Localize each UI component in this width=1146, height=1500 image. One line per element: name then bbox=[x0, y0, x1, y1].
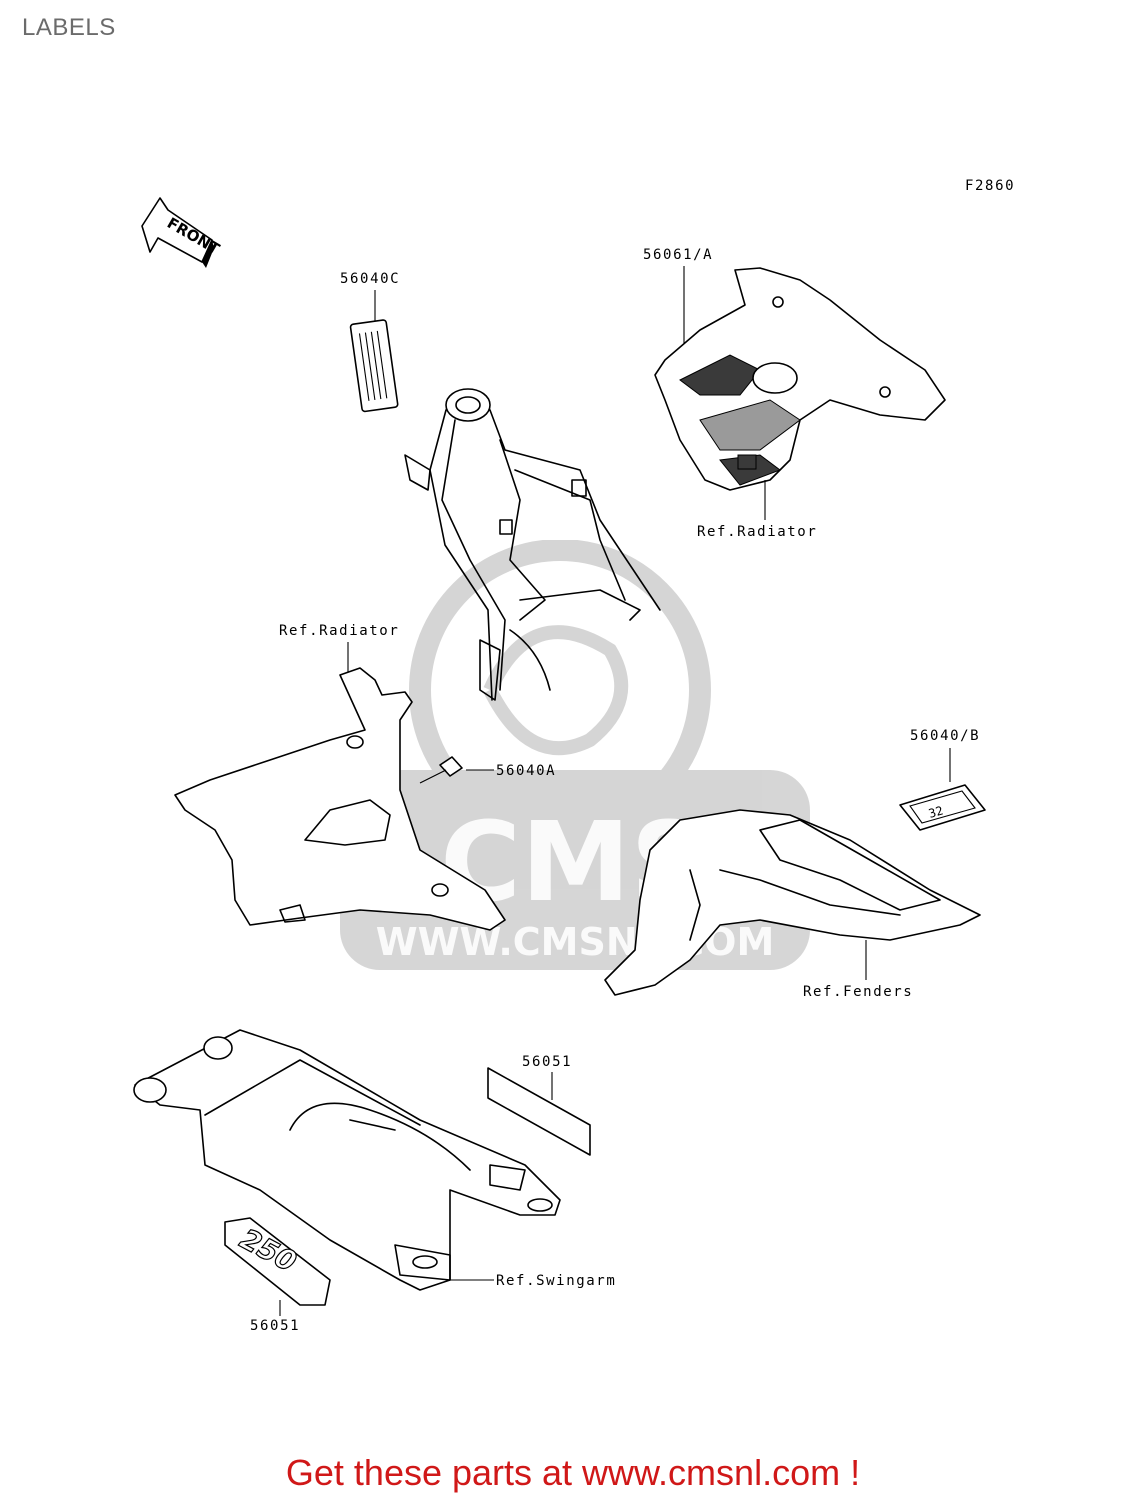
watermark-ring-icon bbox=[409, 540, 711, 841]
label-sticker-56040a bbox=[439, 756, 463, 777]
swingarm-drawing bbox=[133, 1029, 561, 1291]
figure-code: F2860 bbox=[965, 178, 1015, 194]
ref-radiator-top: Ref.Radiator bbox=[697, 524, 817, 540]
callout-56040b: 56040/B bbox=[910, 728, 980, 744]
frame-drawing bbox=[404, 388, 661, 701]
number-decal-56051: 250 bbox=[224, 1217, 331, 1306]
ref-swingarm: Ref.Swingarm bbox=[496, 1273, 616, 1289]
footer-link[interactable]: Get these parts at www.cmsnl.com ! bbox=[285, 1452, 861, 1493]
plate-text: 32 bbox=[927, 803, 945, 820]
ref-radiator-left: Ref.Radiator bbox=[279, 623, 399, 639]
front-arrow-icon: FRONT bbox=[141, 197, 223, 268]
rear-fender-drawing bbox=[604, 809, 981, 996]
callout-56051-bottom: 56051 bbox=[250, 1318, 300, 1334]
callout-56040a: 56040A bbox=[496, 763, 556, 779]
label-sticker-56040c bbox=[349, 319, 399, 413]
page-title: LABELS bbox=[22, 14, 116, 41]
left-shroud-drawing bbox=[174, 667, 506, 931]
ref-fenders: Ref.Fenders bbox=[803, 984, 913, 1000]
callout-56061a: 56061/A bbox=[643, 247, 713, 263]
label-sticker-56051-top bbox=[487, 1067, 591, 1156]
shroud-decal-56061a bbox=[654, 267, 946, 491]
callout-56040c: 56040C bbox=[340, 271, 400, 287]
callout-56051-top: 56051 bbox=[522, 1054, 572, 1070]
label-plate-56040b: 32 bbox=[899, 784, 986, 831]
